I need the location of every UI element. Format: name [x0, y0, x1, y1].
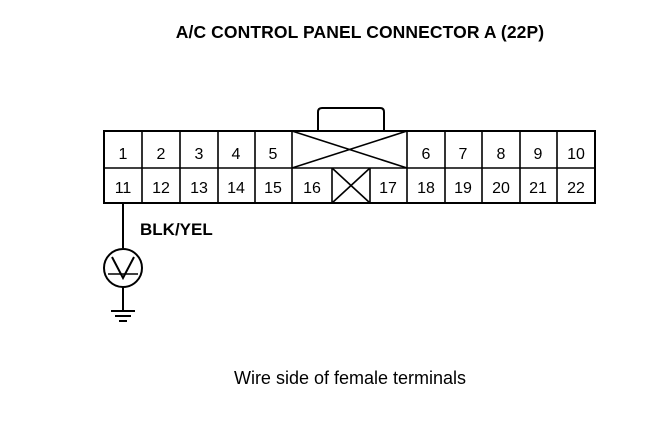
terminal-21: 21: [529, 180, 547, 197]
terminal-1: 1: [119, 146, 128, 163]
voltmeter-icon: [103, 248, 143, 288]
terminal-14: 14: [227, 180, 245, 197]
diagram-caption: Wire side of female terminals: [233, 368, 467, 388]
connector-lock-tab: [317, 107, 385, 131]
terminal-18: 18: [417, 180, 435, 197]
terminal-10: 10: [567, 146, 585, 163]
terminal-15: 15: [264, 180, 282, 197]
terminal-4: 4: [232, 146, 241, 163]
ground-icon: [111, 310, 135, 322]
empty-cavity-large: [291, 130, 408, 169]
terminal-9: 9: [534, 146, 543, 163]
wire-color-label: BLK/YEL: [140, 220, 213, 239]
terminal-17: 17: [379, 180, 397, 197]
terminal-7: 7: [459, 146, 468, 163]
terminal-16: 16: [303, 180, 321, 197]
terminal-12: 12: [152, 180, 170, 197]
row2-center-dividers: [331, 168, 371, 203]
terminal-20: 20: [492, 180, 510, 197]
terminal-5: 5: [269, 146, 278, 163]
empty-cavity-small: [331, 167, 371, 204]
terminal-6: 6: [422, 146, 431, 163]
terminal-labels-row1: 1 2 3 4 5 6 7 8 9 10: [119, 146, 585, 163]
diagram-title: A/C CONTROL PANEL CONNECTOR A (22P): [175, 22, 545, 42]
voltmeter-v-glyph: [108, 256, 138, 281]
terminal-3: 3: [195, 146, 204, 163]
row1-dividers: [141, 131, 558, 203]
terminal-11: 11: [115, 180, 132, 197]
terminal-22: 22: [567, 180, 585, 197]
terminal-19: 19: [454, 180, 472, 197]
terminal-labels-row2: 11 12 13 14 15 16 17 18 19 20 21 22: [115, 180, 585, 197]
terminal-13: 13: [190, 180, 208, 197]
terminal-2: 2: [157, 146, 166, 163]
connector-frame: [103, 130, 596, 204]
terminal-8: 8: [497, 146, 506, 163]
